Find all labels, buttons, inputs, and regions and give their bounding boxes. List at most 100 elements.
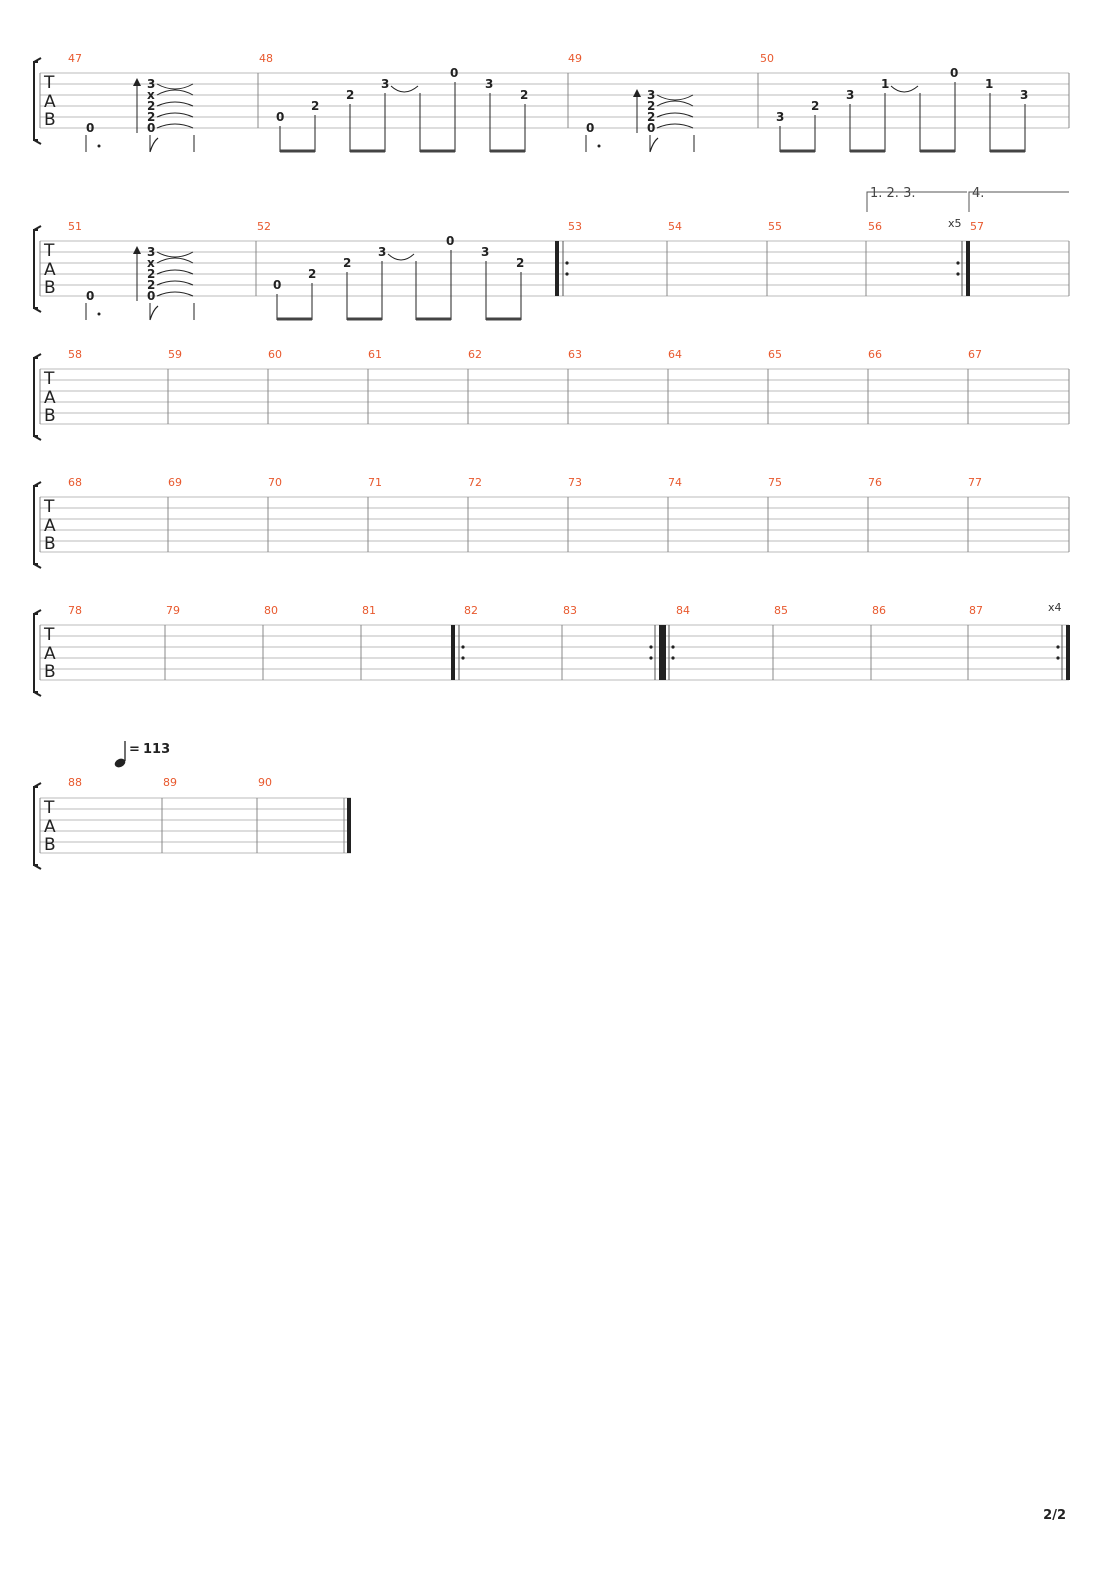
svg-text:3: 3 [1020, 88, 1028, 102]
system-bracket [33, 782, 42, 870]
bar-number: 69 [168, 476, 182, 489]
measure-47: 0 3 x 2 2 0 [85, 77, 195, 153]
bar-number: 80 [264, 604, 278, 617]
bar-number: 55 [768, 220, 782, 233]
svg-text:3: 3 [647, 88, 655, 102]
repeat-end [956, 241, 970, 296]
page-number: 2/2 [1043, 1508, 1066, 1523]
svg-text:2: 2 [308, 267, 316, 281]
svg-text:3: 3 [481, 245, 489, 259]
bar-number: 83 [563, 604, 577, 617]
svg-text:A: A [44, 817, 56, 837]
svg-text:3: 3 [378, 245, 386, 259]
bar-number: 89 [163, 776, 177, 789]
tab-clef: T A B [43, 369, 56, 426]
system-bracket [33, 57, 42, 145]
system-4: T A B 68 69 70 71 72 73 74 75 76 77 [33, 476, 1070, 569]
repeat-start [451, 625, 465, 680]
bar-number: 66 [868, 348, 882, 361]
bar-number: 57 [970, 220, 984, 233]
svg-text:A: A [44, 516, 56, 536]
svg-text:113: 113 [143, 742, 170, 757]
svg-text:B: B [44, 662, 56, 682]
bar-number: 52 [257, 220, 271, 233]
system-bracket [33, 225, 42, 313]
staff-lines [40, 72, 1069, 129]
bar-number: 72 [468, 476, 482, 489]
barlines [39, 241, 1070, 296]
svg-text:3: 3 [846, 88, 854, 102]
bar-number: 59 [168, 348, 182, 361]
svg-text:1: 1 [881, 77, 889, 91]
svg-text:0: 0 [647, 121, 655, 135]
barlines [39, 625, 969, 680]
system-6: T A B 88 89 90 [33, 776, 351, 870]
bar-number: 76 [868, 476, 882, 489]
bar-number: 88 [68, 776, 82, 789]
bar-number: 73 [568, 476, 582, 489]
svg-text:0: 0 [86, 121, 94, 135]
svg-text:T: T [43, 369, 55, 389]
bar-number: 49 [568, 52, 582, 65]
svg-text:2: 2 [520, 88, 528, 102]
tab-clef: T A B [43, 241, 56, 298]
measure-48: 0 2 2 3 0 3 2 [276, 66, 528, 153]
bar-number: 77 [968, 476, 982, 489]
svg-text:A: A [44, 388, 56, 408]
system-1: T A B 47 48 49 50 0 3 x 2 2 0 [33, 52, 1070, 153]
bar-number: 87 [969, 604, 983, 617]
staff-lines [40, 496, 1069, 553]
svg-text:3: 3 [776, 110, 784, 124]
volta-brackets: 1. 2. 3. 4. [866, 186, 1069, 212]
svg-text:3: 3 [147, 245, 155, 259]
svg-text:2: 2 [311, 99, 319, 113]
tempo-mark: = 113 [114, 741, 170, 768]
svg-text:B: B [44, 534, 56, 554]
svg-text:2: 2 [147, 267, 155, 281]
svg-text:3: 3 [381, 77, 389, 91]
tab-clef: T A B [43, 497, 56, 554]
bar-number: 82 [464, 604, 478, 617]
tab-clef: T A B [43, 73, 56, 130]
svg-text:0: 0 [147, 289, 155, 303]
bar-number: 75 [768, 476, 782, 489]
svg-text:B: B [44, 406, 56, 426]
bar-number: 79 [166, 604, 180, 617]
system-bracket [33, 353, 42, 441]
svg-text:2: 2 [647, 99, 655, 113]
repeat-count: x5 [948, 217, 962, 230]
bar-number: 86 [872, 604, 886, 617]
svg-text:2: 2 [647, 110, 655, 124]
bar-number: 64 [668, 348, 682, 361]
bar-number: 62 [468, 348, 482, 361]
bar-number: 51 [68, 220, 82, 233]
svg-text:0: 0 [450, 66, 458, 80]
svg-text:1. 2. 3.: 1. 2. 3. [870, 186, 915, 201]
svg-text:0: 0 [446, 234, 454, 248]
bar-number: 61 [368, 348, 382, 361]
quarter-note-icon [114, 758, 126, 768]
barlines [39, 369, 1070, 424]
bar-number: 68 [68, 476, 82, 489]
bar-number: 47 [68, 52, 82, 65]
svg-text:T: T [43, 73, 55, 93]
svg-text:2: 2 [147, 110, 155, 124]
staff-lines [40, 797, 351, 854]
bar-number: 58 [68, 348, 82, 361]
svg-text:3: 3 [147, 77, 155, 91]
bar-number: 71 [368, 476, 382, 489]
bar-number: 56 [868, 220, 882, 233]
svg-text:=: = [129, 742, 140, 757]
measure-50: 3 2 3 1 0 1 3 [776, 66, 1028, 153]
svg-text:4.: 4. [972, 186, 984, 201]
bar-number: 70 [268, 476, 282, 489]
bar-number: 84 [676, 604, 690, 617]
svg-text:0: 0 [147, 121, 155, 135]
bar-number: 63 [568, 348, 582, 361]
svg-text:0: 0 [273, 278, 281, 292]
measure-49: 0 3 2 2 0 [585, 88, 695, 153]
svg-text:2: 2 [516, 256, 524, 270]
svg-text:T: T [43, 625, 55, 645]
svg-text:0: 0 [586, 121, 594, 135]
svg-text:T: T [43, 798, 55, 818]
